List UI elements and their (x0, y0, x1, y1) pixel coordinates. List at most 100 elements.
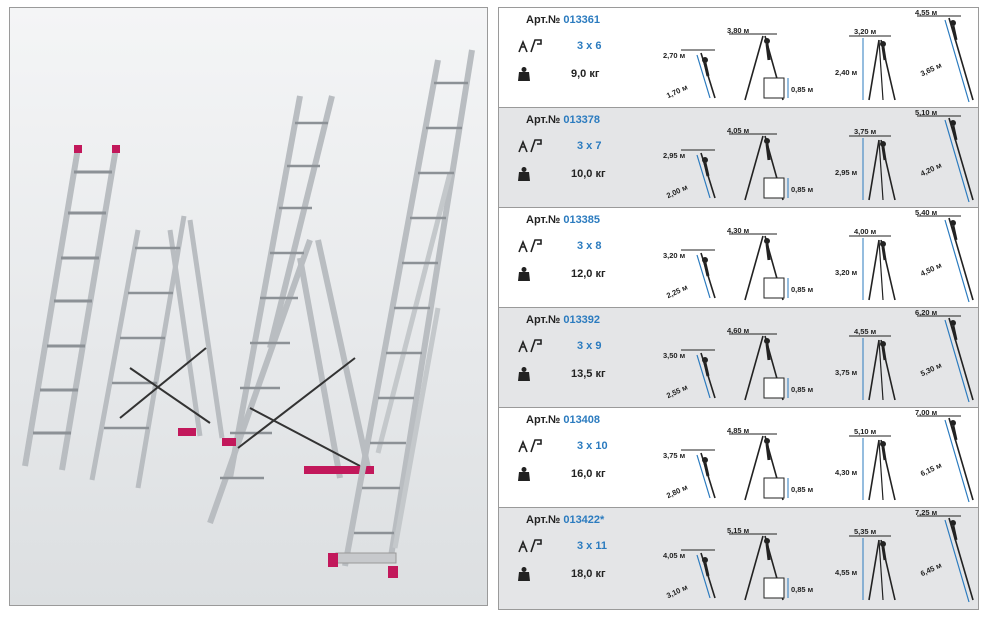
ladder-step-icon (518, 439, 542, 453)
spec-row: Арт.№ 013378 3 x 7 10,0 кг (499, 108, 978, 208)
ladder-weight: 10,0 кг (571, 168, 606, 180)
article-number: Арт.№ 013422* (526, 514, 604, 526)
usage-diagrams (681, 415, 974, 503)
label-h1-top: 4,05 м (663, 551, 686, 560)
label-h1-top: 3,20 м (663, 251, 686, 260)
weight-icon (518, 267, 530, 281)
weight-icon (518, 567, 530, 581)
label-h3-mid: 2,95 м (835, 168, 858, 177)
ladder-combination (207, 95, 374, 524)
ladder-step-icon (518, 239, 542, 253)
ladder-extended (328, 49, 475, 578)
label-h2-top: 4,85 м (727, 426, 750, 435)
diagram-leaning-ladder (681, 249, 716, 299)
diagram-a-frame-ladder (729, 233, 789, 301)
spec-row: Арт.№ 013361 3 x 6 9,0 кг (499, 8, 978, 108)
diagram-extended-ladder (917, 515, 974, 603)
label-h1-top: 2,70 м (663, 51, 686, 60)
weight-icon (518, 167, 530, 181)
article-number: Арт.№ 013392 (526, 314, 600, 326)
ladder-weight: 16,0 кг (571, 468, 606, 480)
diagram-leaning-ladder (681, 149, 716, 199)
product-photo (9, 7, 488, 606)
label-h3-mid: 4,30 м (835, 468, 858, 477)
label-box-height: 0,85 м (791, 485, 814, 494)
label-h2-top: 4,30 м (727, 226, 750, 235)
label-h1-top: 2,95 м (663, 151, 686, 160)
article-prefix: Арт.№ (526, 214, 561, 226)
diagram-combination-ladder (849, 335, 896, 401)
article-prefix: Арт.№ (526, 314, 561, 326)
diagram-extended-ladder (917, 15, 974, 103)
ladder-step-icon (518, 139, 542, 153)
ladders-illustration (22, 49, 475, 578)
ladder-weight: 18,0 кг (571, 568, 606, 580)
label-box-height: 0,85 м (791, 285, 814, 294)
diagram-extended-ladder (917, 315, 974, 403)
label-h4-top: 5,10 м (915, 108, 938, 117)
label-h1-top: 3,50 м (663, 351, 686, 360)
label-h2-top: 4,05 м (727, 126, 750, 135)
ladder-weight: 9,0 кг (571, 68, 600, 80)
spec-row: Арт.№ 013385 3 x 8 12,0 кг (499, 208, 978, 308)
ladder-weight: 12,0 кг (571, 268, 606, 280)
label-h2-top: 3,80 м (727, 26, 750, 35)
label-h3-top: 4,00 м (854, 227, 877, 236)
weight-icon (518, 67, 530, 81)
label-h3-top: 5,10 м (854, 427, 877, 436)
diagram-leaning-ladder (681, 49, 716, 99)
diagram-leaning-ladder (681, 549, 716, 599)
label-h3-top: 3,20 м (854, 27, 877, 36)
label-h3-mid: 3,20 м (835, 268, 858, 277)
diagram-a-frame-ladder (729, 133, 789, 201)
label-h3-mid: 4,55 м (835, 568, 858, 577)
usage-diagrams (681, 215, 974, 303)
label-h2-top: 5,15 м (727, 526, 750, 535)
diagram-leaning-ladder (681, 449, 716, 499)
spec-row: Арт.№ 013392 3 x 9 13,5 кг (499, 308, 978, 408)
article-code: 013385 (563, 214, 601, 226)
diagram-combination-ladder (849, 535, 896, 601)
ladder-step-icon (518, 339, 542, 353)
label-h4-top: 7,25 м (915, 508, 938, 517)
ladder-weight: 13,5 кг (571, 368, 606, 380)
diagram-combination-ladder (849, 35, 896, 101)
label-h3-top: 5,35 м (854, 527, 877, 536)
label-box-height: 0,85 м (791, 85, 814, 94)
specs-table: Арт.№ 013361 3 x 6 9,0 кг (498, 7, 979, 610)
usage-diagrams (681, 515, 974, 603)
ladder-configuration: 3 x 6 (577, 40, 602, 52)
article-code: 013392 (563, 314, 601, 326)
spec-row: Арт.№ 013408 3 x 10 16,0 кг (499, 408, 978, 508)
diagram-combination-ladder (849, 135, 896, 201)
label-h3-mid: 2,40 м (835, 68, 858, 77)
ladder-configuration: 3 x 7 (577, 140, 602, 152)
spec-row: Арт.№ 013422* 3 x 11 18,0 кг (499, 508, 978, 609)
diagram-extended-ladder (917, 415, 974, 503)
ladder-configuration: 3 x 11 (577, 540, 607, 552)
ladder-configuration: 3 x 8 (577, 240, 602, 252)
article-code: 013422* (563, 514, 605, 526)
diagram-a-frame-ladder (729, 333, 789, 401)
article-prefix: Арт.№ (526, 114, 561, 126)
article-number: Арт.№ 013385 (526, 214, 600, 226)
label-h2-top: 4,60 м (727, 326, 750, 335)
ladder-configuration: 3 x 10 (577, 440, 608, 452)
label-h3-top: 4,55 м (854, 327, 877, 336)
ladder-single-section (22, 145, 120, 471)
label-h3-mid: 3,75 м (835, 368, 858, 377)
article-prefix: Арт.№ (526, 14, 561, 26)
diagram-a-frame-ladder (729, 533, 789, 601)
ladder-step-icon (518, 539, 542, 553)
usage-diagrams (681, 115, 974, 203)
ladder-configuration: 3 x 9 (577, 340, 602, 352)
diagram-combination-ladder (849, 235, 896, 301)
label-box-height: 0,85 м (791, 585, 814, 594)
diagram-a-frame-ladder (729, 433, 789, 501)
article-code: 013408 (563, 414, 601, 426)
label-h1-top: 3,75 м (663, 451, 686, 460)
ladder-step-icon (518, 39, 542, 53)
article-code: 013361 (563, 14, 601, 26)
label-h4-top: 5,40 м (915, 208, 938, 217)
diagram-leaning-ladder (681, 349, 716, 399)
